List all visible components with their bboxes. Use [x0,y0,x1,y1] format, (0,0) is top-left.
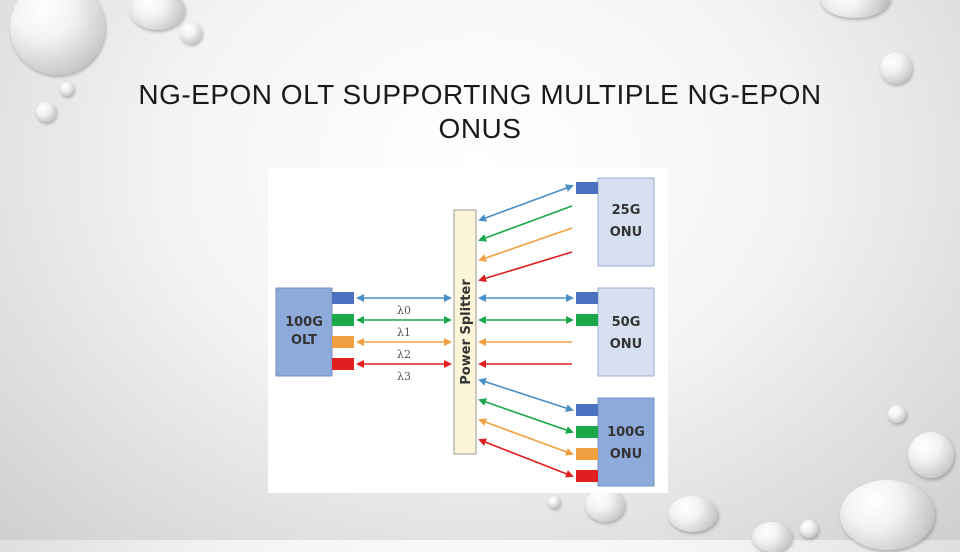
slide-title-line-1: NG-EPON OLT SUPPORTING MULTIPLE NG-EPON [138,79,822,110]
onu-100g-port-lambda3 [576,470,598,482]
onu-25g-arrow-lambda3 [478,251,573,283]
olt-label-line-2: OLT [291,333,317,348]
water-drop-decoration [880,52,912,84]
wavelength-label-lambda1: λ1 [397,326,411,339]
water-drop-decoration [548,496,560,508]
onu-25g-port [576,182,598,194]
onu-50g-label-line-2: ONU [610,337,643,352]
olt-port-lambda2 [332,336,354,348]
water-drop-decoration [130,0,185,30]
water-drop-decoration [585,488,625,522]
olt-box [275,287,333,377]
onu-100g-arrow-lambda3 [478,438,574,478]
ng-epon-diagram: 100G OLT Power Splitter λ0 λ1 λ2 λ3 25G … [268,168,668,493]
water-drop-decoration [908,432,954,478]
diagram-svg: 100G OLT Power Splitter λ0 λ1 λ2 λ3 25G … [275,177,655,487]
onu-50g-port-lambda0 [576,292,598,304]
olt-label-line-1: 100G [285,315,323,330]
onu-25g-box [597,177,655,267]
onu-100g-port-lambda1 [576,426,598,438]
olt-port-lambda0 [332,292,354,304]
onu-50g-port-lambda1 [576,314,598,326]
onu-50g-label-line-1: 50G [612,315,641,330]
water-drop-decoration [10,0,105,75]
water-drop-decoration [60,82,74,96]
slide-title: NG-EPON OLT SUPPORTING MULTIPLE NG-EPON … [60,78,900,146]
water-drop-decoration [800,520,818,538]
water-drop-decoration [820,0,890,18]
water-drop-decoration [888,405,906,423]
onu-25g-arrow-lambda2 [478,227,573,262]
onu-100g-label-line-1: 100G [607,425,645,440]
onu-50g-box [597,287,655,377]
water-drop-decoration [36,102,56,122]
power-splitter [453,209,477,455]
water-drop-decoration [840,480,935,550]
onu-25g-label-line-2: ONU [610,225,643,240]
wavelength-label-lambda0: λ0 [397,304,411,317]
onu-100g-label-line-2: ONU [610,447,643,462]
power-splitter-label: Power Splitter [459,279,474,385]
olt-port-lambda3 [332,358,354,370]
onu-100g-arrow-lambda2 [478,418,574,456]
onu-100g-port-lambda0 [576,404,598,416]
wavelength-label-lambda3: λ3 [397,370,411,383]
onu-25g-arrow-lambda0 [478,184,574,222]
onu-25g-arrow-lambda1 [478,205,573,242]
water-drop-decoration [668,496,718,532]
onu-25g-label-line-1: 25G [612,203,641,218]
water-drop-decoration [752,522,792,552]
wavelength-label-lambda2: λ2 [397,348,411,361]
onu-100g-box [597,397,655,487]
onu-100g-port-lambda2 [576,448,598,460]
water-drop-decoration [180,22,202,44]
slide-title-line-2: ONUS [438,113,522,144]
olt-port-lambda1 [332,314,354,326]
